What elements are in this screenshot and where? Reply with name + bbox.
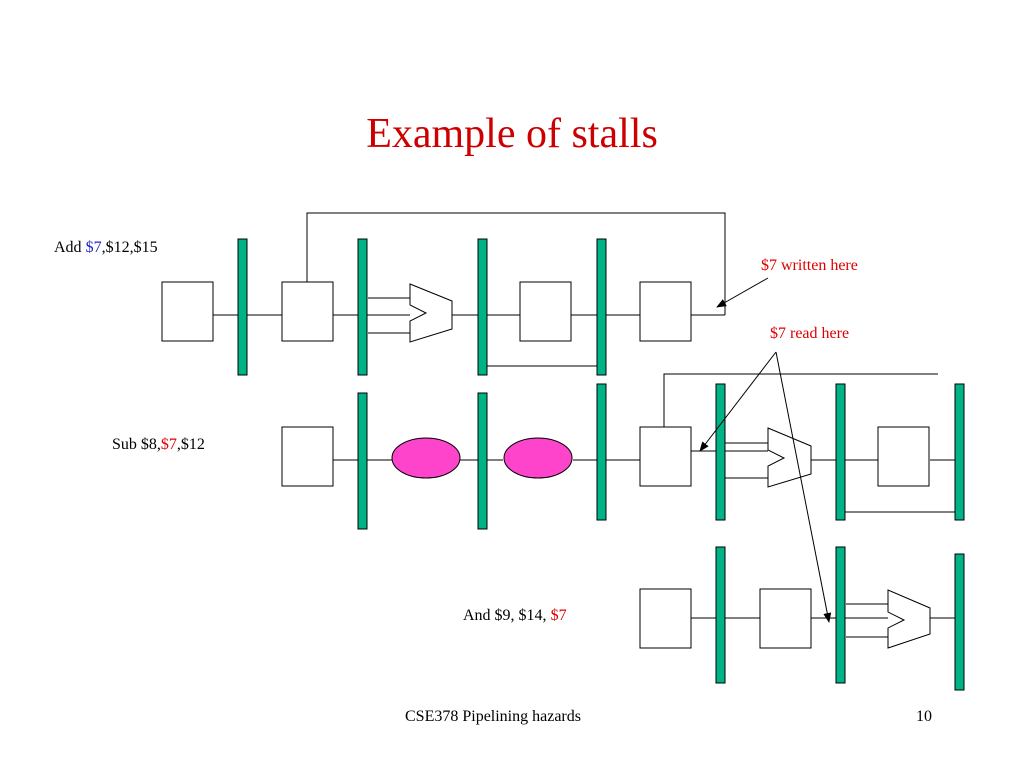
and-id-box: [759, 588, 812, 649]
sub-operands: ,$12: [176, 436, 205, 453]
sub-pipeline: [281, 373, 965, 530]
stall-bubble: [391, 437, 461, 479]
stall-bubble: [503, 437, 573, 479]
written-arrow: [716, 277, 769, 308]
and-instruction-label: And $9, $14, $7: [463, 607, 567, 625]
pipeline-latch: [477, 238, 488, 376]
pipeline-latch: [954, 553, 965, 691]
pipeline-latch: [835, 546, 846, 684]
add-pipeline: [161, 212, 726, 376]
add-if-box: [161, 281, 214, 342]
page-number: 10: [916, 708, 932, 725]
add-dest-register: $7: [85, 239, 102, 256]
sub-writeback-loop: [663, 373, 938, 427]
add-writeback-loop: [306, 212, 726, 315]
pipeline-latch: [954, 383, 965, 521]
sub-src-register: $7: [160, 436, 177, 453]
and-src-register: $7: [550, 607, 567, 624]
pipeline-latch: [477, 392, 488, 530]
add-id-box: [281, 281, 334, 342]
add-wb-box: [639, 281, 692, 342]
slide-title: Example of stalls: [366, 111, 658, 157]
add-mem-box: [519, 281, 572, 342]
sub-instruction-label: Sub $8,$7,$12: [112, 436, 205, 454]
pipeline-latch: [715, 383, 726, 521]
pipeline-latch: [237, 238, 248, 376]
and-alu: [887, 589, 931, 649]
and-if-box: [639, 588, 692, 649]
add-instruction-label: Add $7,$12,$15: [54, 239, 158, 257]
add-operands: ,$12,$15: [101, 239, 158, 256]
pipeline-latch: [715, 546, 726, 684]
footer-course: CSE378 Pipelining hazards: [405, 708, 581, 725]
add-alu: [409, 283, 453, 343]
add-opcode: Add: [54, 239, 86, 256]
sub-mem-box: [877, 426, 930, 487]
sub-alu: [767, 427, 812, 488]
read-arrow-and: [775, 351, 832, 623]
sub-if-box: [281, 426, 334, 487]
read-annotation: $7 read here: [770, 325, 850, 342]
read-arrow-sub: [699, 351, 777, 452]
and-opcode: And $9, $14,: [463, 607, 551, 624]
pipeline-latch: [596, 238, 607, 376]
pipeline-latch: [596, 383, 607, 521]
and-pipeline: [639, 546, 965, 691]
written-annotation: $7 written here: [761, 257, 858, 274]
pipeline-latch: [357, 238, 368, 376]
sub-id-box: [639, 426, 692, 487]
sub-opcode: Sub $8,: [112, 436, 161, 453]
pipeline-latch: [835, 383, 846, 521]
pipeline-latch: [357, 392, 368, 530]
